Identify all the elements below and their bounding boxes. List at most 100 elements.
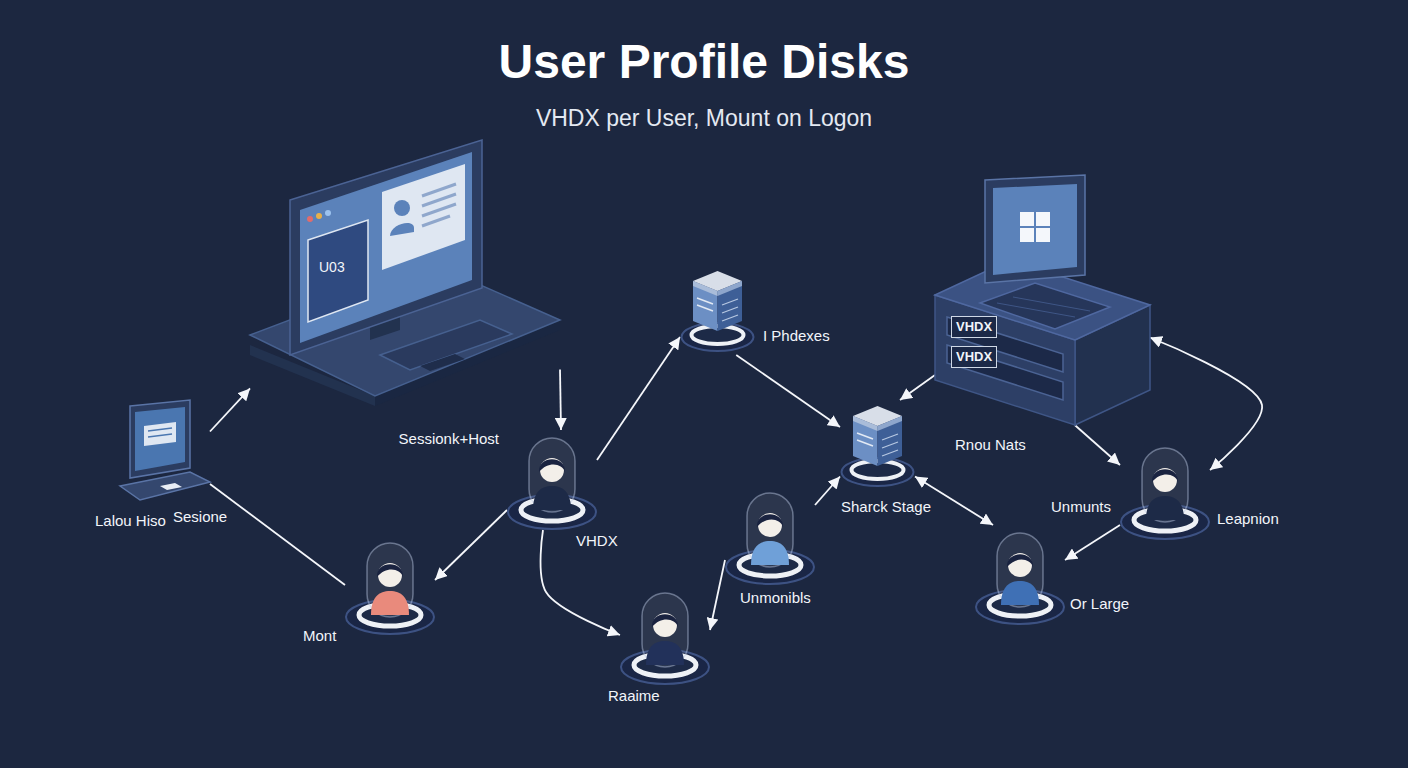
- storage-node: Sharck Stage: [840, 400, 915, 490]
- laptop-lid: [130, 400, 190, 478]
- node-label: Lalou Hiso: [92, 512, 169, 530]
- node-illustration: [250, 140, 560, 410]
- flow-arrow: [736, 355, 840, 427]
- glass-capsule: [642, 593, 688, 667]
- storage-slot: [857, 433, 873, 439]
- flow-arrow: [815, 477, 840, 506]
- node-label: VHDX: [573, 532, 621, 550]
- laptop-screen: [993, 184, 1077, 275]
- window-dot: [307, 216, 313, 222]
- flow-arrow: [210, 484, 345, 585]
- node-illustration: [975, 525, 1065, 625]
- storage-slot: [722, 307, 738, 313]
- screen-window: [144, 422, 176, 446]
- node-label: I Phdexes: [760, 327, 833, 345]
- user-node: Mont: [345, 535, 435, 635]
- key-row: [997, 303, 1075, 317]
- panel-line: [422, 216, 450, 226]
- user-body: [1146, 496, 1184, 520]
- user-node: UnmuntsLeapnion: [1120, 440, 1210, 540]
- user-hair: [652, 614, 678, 627]
- keyboard: [380, 320, 512, 370]
- node-illustration: [620, 585, 710, 685]
- window-dot: [325, 210, 331, 216]
- window-dot: [316, 213, 322, 219]
- node-label: Leapnion: [1214, 510, 1282, 528]
- diagram-subtitle: VHDX per User, Mount on Logon: [0, 104, 1408, 132]
- user-node: Raaime: [620, 585, 710, 685]
- node-label: Sharck Stage: [838, 498, 934, 516]
- laptop-base: [120, 472, 210, 500]
- node-label: Unmunts: [1048, 498, 1114, 516]
- flow-arrow: [1075, 425, 1120, 465]
- annotation-label: Rnou Nats: [952, 436, 1029, 454]
- profile-panel: [382, 164, 465, 270]
- disk-label: VHDX: [951, 316, 997, 338]
- storage-slot: [882, 434, 898, 440]
- app-window: [308, 220, 368, 322]
- windows-logo: [1020, 228, 1034, 242]
- user-body: [371, 591, 409, 615]
- keyboard: [980, 283, 1110, 329]
- node-label: Unmonibls: [737, 589, 814, 607]
- user-hair: [539, 459, 565, 472]
- node-illustration: [725, 485, 815, 585]
- flow-arrow: [597, 337, 680, 460]
- windows-logo: [1020, 212, 1034, 226]
- flow-arrow: [1065, 525, 1120, 560]
- storage-slot: [722, 299, 738, 305]
- profile-icon: [390, 223, 414, 236]
- flow-arrow: [710, 560, 725, 630]
- storage-band: [878, 416, 903, 431]
- panel-line: [422, 194, 456, 206]
- monitor-frame: [290, 140, 482, 355]
- storage-slot: [722, 315, 738, 321]
- storage-slot: [697, 298, 713, 304]
- profile-icon: [394, 200, 410, 216]
- monitor-screen: [300, 152, 472, 343]
- node-label: Or Large: [1067, 595, 1132, 613]
- drive-bay: [947, 345, 1063, 400]
- node-illustration: [935, 175, 1150, 425]
- flow-arrow: [541, 530, 620, 635]
- node-illustration: [840, 400, 915, 490]
- glass-capsule: [529, 438, 575, 512]
- touchpad: [420, 354, 465, 371]
- node-label: U03: [316, 258, 348, 276]
- storage-band: [718, 281, 743, 296]
- user-hair: [377, 564, 403, 577]
- node-label: Sesione: [170, 508, 230, 526]
- node-label: Sessionk+Host: [396, 430, 502, 448]
- windows-logo: [1036, 228, 1050, 242]
- window-line: [148, 428, 172, 431]
- laptop-lid: [985, 175, 1085, 283]
- node-illustration: [1120, 440, 1210, 540]
- glass-capsule: [1142, 448, 1188, 522]
- session-host: U03Sessionk+Host: [250, 140, 560, 410]
- storage-slot: [697, 305, 713, 311]
- user-hair: [1152, 469, 1178, 482]
- file-server: VHDXVHDX: [935, 175, 1150, 425]
- storage-node: I Phdexes: [680, 265, 755, 355]
- node-label: Raaime: [605, 687, 663, 705]
- flow-arrow: [210, 388, 250, 431]
- touchpad: [160, 483, 182, 490]
- user-body: [533, 486, 571, 510]
- storage-slot: [882, 450, 898, 456]
- storage-slot: [882, 442, 898, 448]
- flow-arrow: [900, 375, 935, 400]
- node-illustration: [120, 400, 210, 505]
- user-body: [751, 541, 789, 565]
- windows-logo: [1036, 212, 1050, 226]
- client-laptop: Lalou HisoSesione: [120, 400, 210, 505]
- glass-capsule: [367, 543, 413, 617]
- user-hair: [1007, 554, 1033, 567]
- diagram-title: User Profile Disks: [0, 34, 1408, 90]
- user-node: VHDX: [507, 430, 597, 530]
- key-row: [1013, 297, 1090, 311]
- node-illustration: [507, 430, 597, 530]
- glass-capsule: [997, 533, 1043, 607]
- node-label: Mont: [300, 627, 339, 645]
- user-node: Unmonibls: [725, 485, 815, 585]
